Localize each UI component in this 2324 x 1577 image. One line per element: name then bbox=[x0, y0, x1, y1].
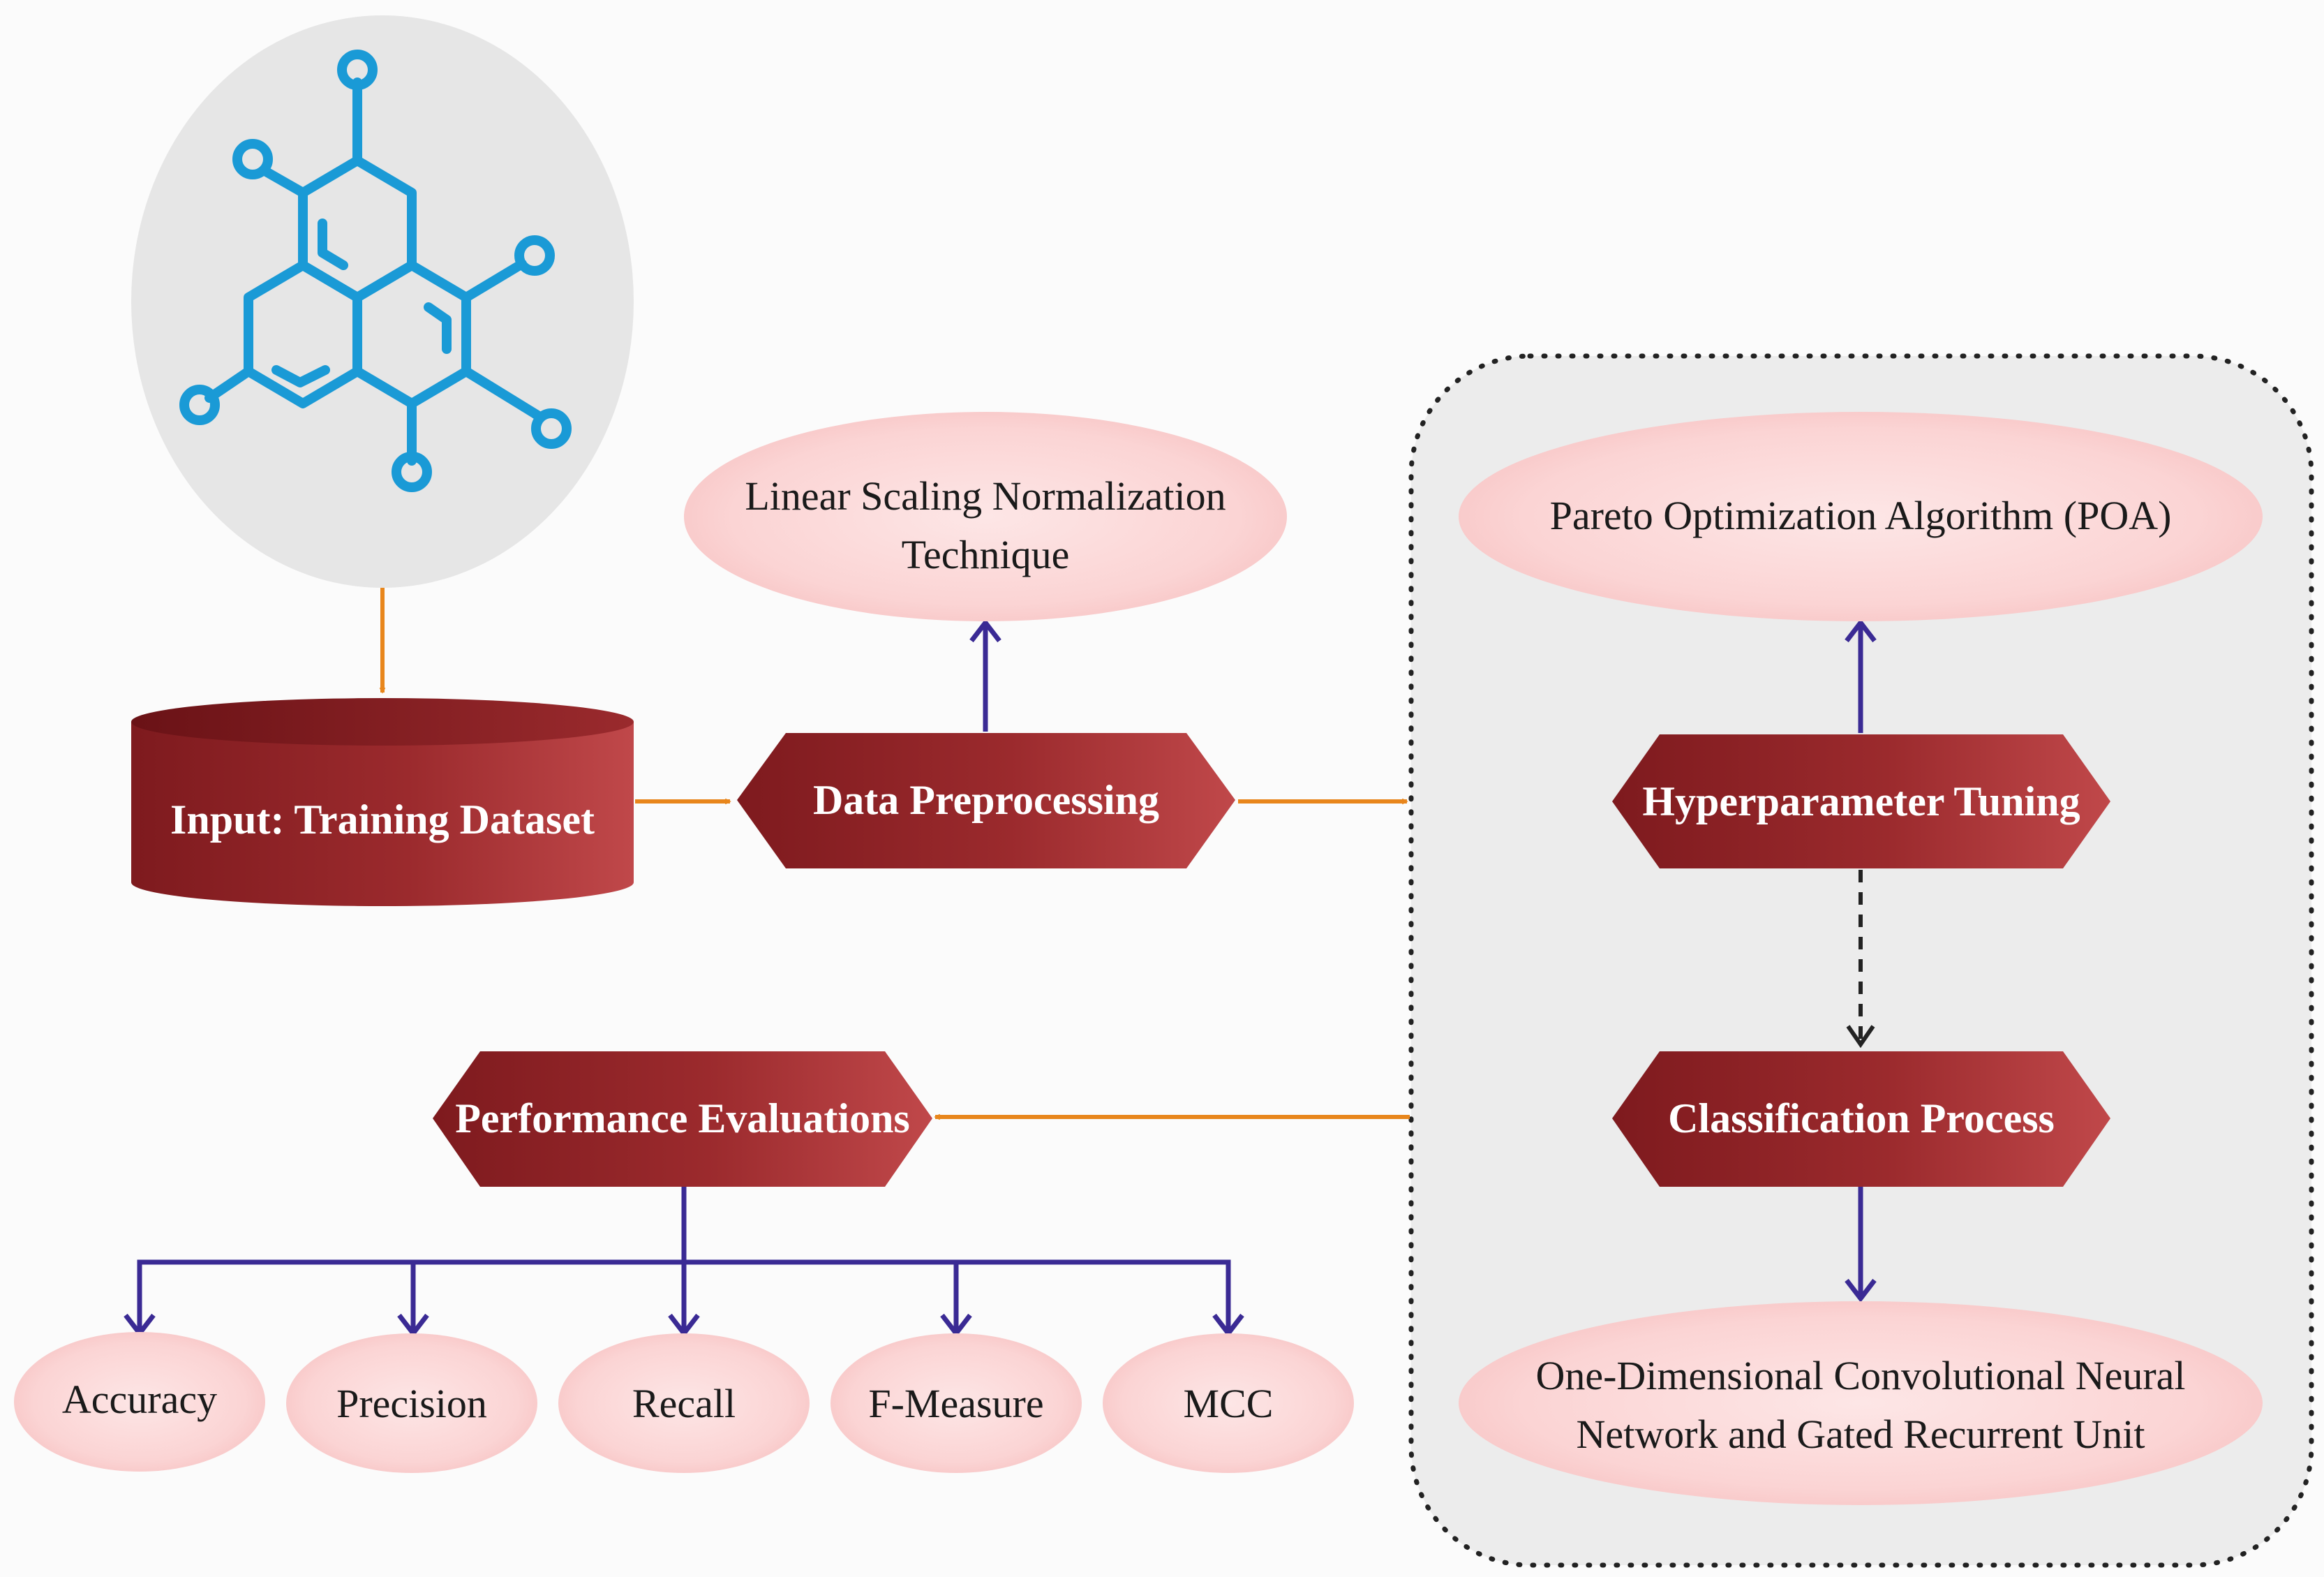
normalization-label-line2: Technique bbox=[902, 532, 1070, 577]
classification-process-node: Classification Process bbox=[1612, 1051, 2110, 1187]
hyperparameter-tuning-label: Hyperparameter Tuning bbox=[1642, 778, 2080, 824]
poa-label: Pareto Optimization Algorithm (POA) bbox=[1550, 493, 2172, 538]
metric-recall: Recall bbox=[558, 1333, 810, 1473]
data-preprocessing-label: Data Preprocessing bbox=[813, 777, 1159, 823]
performance-evaluations-label: Performance Evaluations bbox=[455, 1095, 910, 1141]
metric-mcc-label: MCC bbox=[1184, 1381, 1274, 1426]
metric-recall-label: Recall bbox=[632, 1381, 736, 1426]
metric-f-measure-label: F-Measure bbox=[868, 1381, 1043, 1426]
cnn-gru-label-line2: Network and Gated Recurrent Unit bbox=[1577, 1412, 2145, 1457]
normalization-oval: Linear Scaling Normalization Technique bbox=[684, 412, 1287, 621]
performance-evaluations-node: Performance Evaluations bbox=[433, 1051, 932, 1187]
input-dataset-cylinder: Input: Training Dataset bbox=[131, 698, 634, 906]
metric-accuracy: Accuracy bbox=[14, 1332, 265, 1472]
metric-f-measure: F-Measure bbox=[830, 1333, 1082, 1473]
classification-process-label: Classification Process bbox=[1668, 1095, 2055, 1141]
metric-precision: Precision bbox=[286, 1333, 537, 1473]
purple-arrows bbox=[124, 619, 1877, 1338]
orange-arrows bbox=[382, 588, 1410, 1117]
input-dataset-label: Input: Training Dataset bbox=[170, 797, 595, 843]
cnn-gru-label-line1: One-Dimensional Convolutional Neural bbox=[1535, 1353, 2185, 1398]
poa-oval: Pareto Optimization Algorithm (POA) bbox=[1459, 412, 2263, 621]
hyperparameter-tuning-node: Hyperparameter Tuning bbox=[1612, 734, 2110, 868]
data-preprocessing-node: Data Preprocessing bbox=[737, 733, 1235, 868]
normalization-label-line1: Linear Scaling Normalization bbox=[745, 473, 1226, 519]
metric-mcc: MCC bbox=[1103, 1333, 1354, 1473]
metric-accuracy-label: Accuracy bbox=[62, 1377, 217, 1422]
cnn-gru-oval: One-Dimensional Convolutional Neural Net… bbox=[1459, 1301, 2263, 1505]
molecule-icon bbox=[131, 15, 634, 588]
metric-precision-label: Precision bbox=[336, 1381, 487, 1426]
dashed-arrow bbox=[1846, 870, 1875, 1049]
